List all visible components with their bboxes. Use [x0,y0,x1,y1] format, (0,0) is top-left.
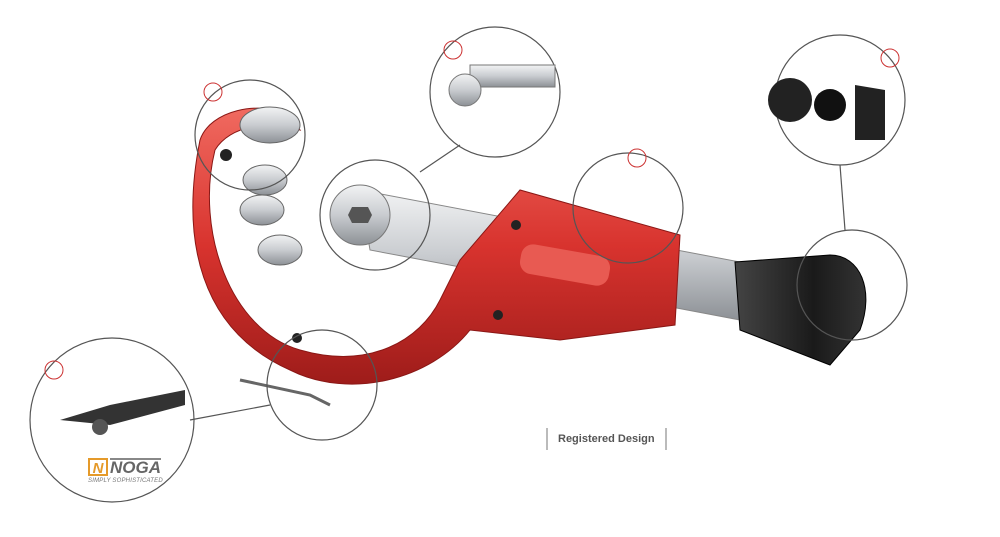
knob-parts-detail [768,78,885,140]
tool-change-icon [443,40,463,60]
callout-wheel [319,159,431,271]
rack-icon [627,148,647,168]
callout-knob [796,229,908,341]
wheel-holder-detail [448,64,556,107]
knob-icon [880,48,900,68]
callout-rack [572,152,684,264]
brand-logo: N NOGA SIMPLY SOPHISTICATED [88,458,178,484]
callout-reamer-storage [266,329,378,441]
adjust-icon [203,82,223,102]
callout-wheel-holder [429,26,561,158]
reamer-icon [44,360,64,380]
registered-design-label: Registered Design [546,428,667,450]
detail-callouts [29,26,908,503]
adjustment-knob [734,254,867,366]
logo-mark: N [88,458,108,477]
rollers [239,106,303,266]
feature-icons [44,40,900,380]
logo-wordmark: NOGA [110,458,161,477]
callout-rollers [194,79,306,191]
callout-reamer [29,337,195,503]
body-grip-recess [519,244,611,286]
reamer-detail [60,390,185,435]
logo-tagline: SIMPLY SOPHISTICATED [88,478,163,484]
